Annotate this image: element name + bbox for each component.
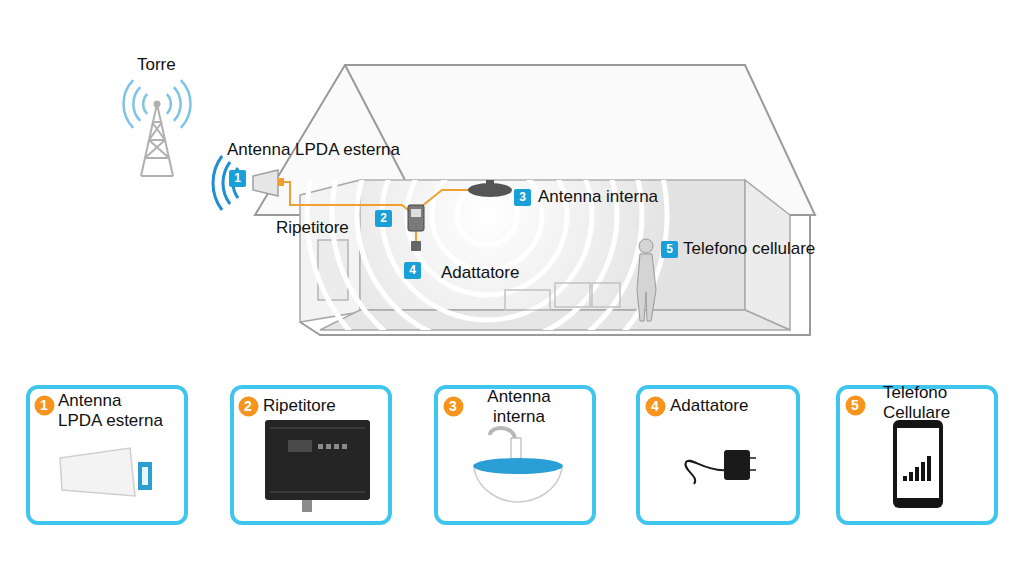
person-body bbox=[637, 254, 656, 321]
repeater-led bbox=[342, 444, 347, 449]
callout-number: 5 bbox=[845, 395, 866, 416]
signal-ring bbox=[432, 180, 542, 270]
component-card: Antenna interna 3 bbox=[434, 385, 596, 525]
antenna-bracket bbox=[142, 467, 148, 485]
part-label: Ripetitore bbox=[276, 218, 349, 238]
component-card: Antenna LPDA esterna1 bbox=[26, 385, 188, 525]
callout-square: 5 bbox=[661, 241, 678, 258]
adapter-prongs bbox=[750, 458, 756, 470]
antenna-connector bbox=[278, 178, 284, 186]
callout-number: 2 bbox=[375, 210, 392, 227]
signal-bar bbox=[903, 476, 907, 481]
callout-number: 1 bbox=[229, 170, 246, 187]
callout-square: 1 bbox=[229, 170, 246, 187]
callout-number: 4 bbox=[404, 262, 421, 279]
number-circle-shape bbox=[34, 395, 54, 415]
repeater-connector bbox=[302, 500, 312, 512]
person-head bbox=[639, 239, 653, 253]
adapter-device bbox=[411, 241, 421, 251]
number-circle-shape bbox=[645, 396, 665, 416]
number-circle: 3 bbox=[443, 396, 464, 417]
number-circle-shape bbox=[238, 396, 258, 416]
adapter-cable bbox=[685, 461, 726, 484]
callout-square: 3 bbox=[514, 189, 531, 206]
furniture bbox=[555, 283, 590, 307]
furniture bbox=[505, 290, 550, 310]
phone-screen bbox=[897, 428, 939, 498]
repeater-device bbox=[408, 205, 424, 231]
repeater-led bbox=[334, 444, 339, 449]
part-label: Antenna LPDA esterna bbox=[227, 140, 400, 160]
power-cable bbox=[415, 231, 417, 241]
part-label: Adattatore bbox=[441, 263, 519, 283]
number-circle-shape bbox=[845, 395, 865, 415]
coax-cable bbox=[284, 182, 408, 210]
repeater-led bbox=[318, 444, 323, 449]
callout-number: 2 bbox=[238, 396, 259, 417]
repeater-device bbox=[265, 420, 370, 500]
card-title: Telefono Cellulare bbox=[883, 383, 963, 423]
signal-bar bbox=[909, 472, 913, 481]
coax-cable bbox=[422, 190, 470, 206]
callout-number: 3 bbox=[514, 189, 531, 206]
number-circle: 2 bbox=[238, 396, 259, 417]
component-card: Telefono Cellulare 5 bbox=[836, 385, 998, 525]
signal-bar bbox=[927, 456, 931, 481]
part-label: Antenna interna bbox=[538, 187, 658, 207]
number-circle: 5 bbox=[845, 395, 866, 416]
lpda-antenna bbox=[253, 170, 278, 196]
repeater-led bbox=[326, 444, 331, 449]
roof-edge bbox=[345, 65, 405, 180]
callout-number: 4 bbox=[645, 396, 666, 417]
tower-signal bbox=[123, 80, 147, 128]
ceiling-antenna-top bbox=[473, 458, 563, 474]
repeater-display bbox=[411, 209, 421, 217]
tower-lattice bbox=[141, 104, 173, 176]
component-card: Ripetitore2 bbox=[230, 385, 392, 525]
lpda-antenna bbox=[60, 448, 135, 496]
card-title: Antenna interna bbox=[484, 387, 554, 427]
repeater-display bbox=[288, 440, 312, 452]
indoor-antenna-mount bbox=[486, 180, 494, 185]
callout-number: 3 bbox=[443, 396, 464, 417]
component-card: Adattatore4 bbox=[636, 385, 800, 525]
callout-square: 2 bbox=[375, 210, 392, 227]
repeater-fins bbox=[270, 428, 365, 492]
number-circle: 1 bbox=[34, 395, 55, 416]
number-circle: 4 bbox=[645, 396, 666, 417]
antenna-bracket bbox=[138, 462, 152, 490]
card-title: Antenna LPDA esterna bbox=[58, 391, 166, 431]
part-label: Telefono cellulare bbox=[683, 239, 815, 259]
phone-body bbox=[893, 420, 943, 508]
callout-number: 5 bbox=[661, 241, 678, 258]
part-label: Torre bbox=[137, 55, 176, 75]
number-circle-shape bbox=[443, 396, 463, 416]
signal-bar bbox=[921, 462, 925, 481]
callout-square: 4 bbox=[404, 262, 421, 279]
card-title: Adattatore bbox=[670, 396, 790, 416]
signal-ring bbox=[307, 180, 667, 330]
house-outline bbox=[300, 215, 810, 335]
furniture bbox=[592, 283, 620, 307]
tower-signal bbox=[167, 80, 191, 128]
callout-number: 1 bbox=[34, 395, 55, 416]
tower-tip bbox=[154, 101, 161, 108]
adapter-device bbox=[724, 450, 750, 480]
signal-bar bbox=[915, 467, 919, 481]
card-title: Ripetitore bbox=[263, 396, 383, 416]
indoor-antenna bbox=[468, 183, 512, 197]
